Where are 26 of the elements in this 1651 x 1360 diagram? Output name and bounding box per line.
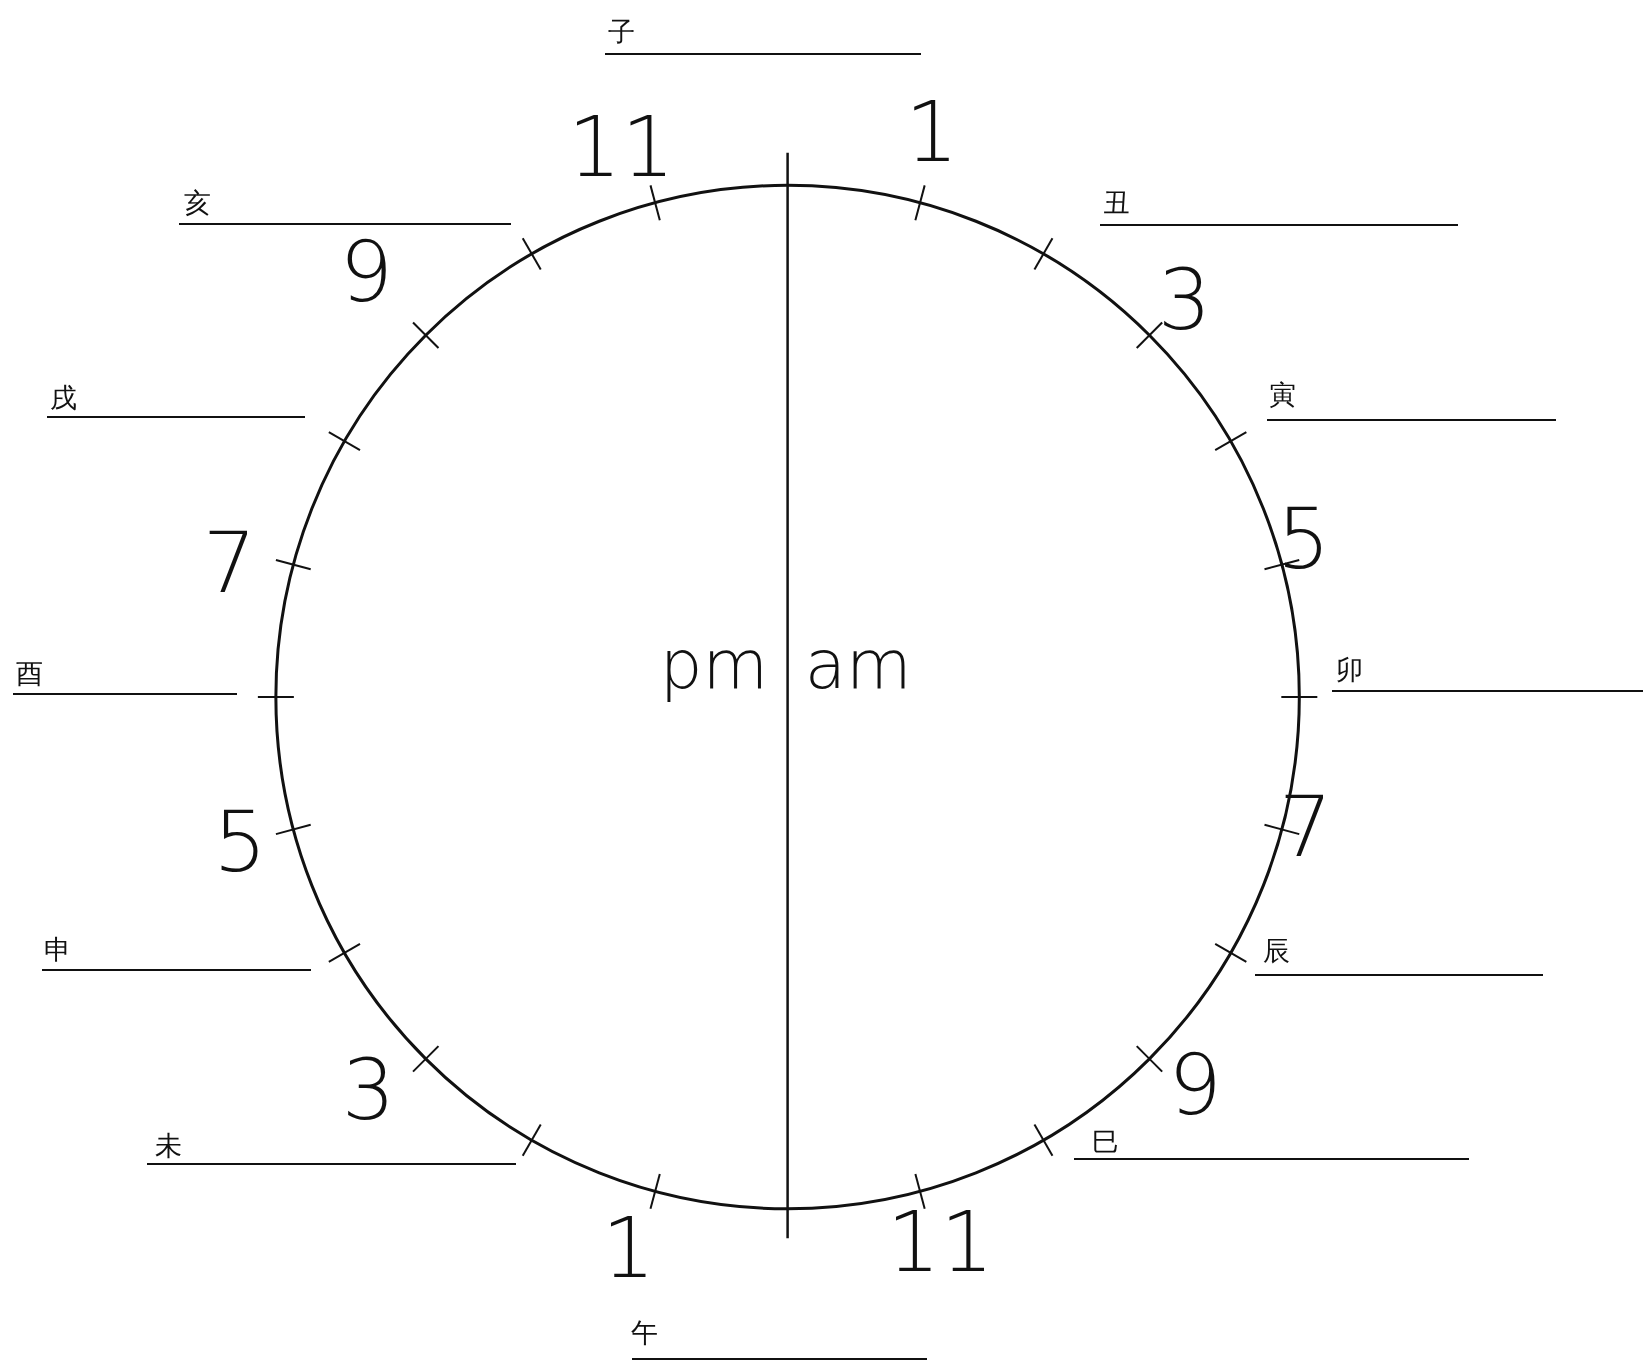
- branch-label: 亥: [184, 189, 212, 217]
- branch-label: 午: [630, 1319, 658, 1347]
- period-label: pm: [659, 631, 769, 700]
- hour-number: 9: [339, 229, 394, 314]
- branch-label: 未: [154, 1131, 182, 1160]
- branch-label: 寅: [1268, 381, 1296, 409]
- period-label: am: [804, 631, 912, 700]
- hour-number: 7: [202, 521, 257, 606]
- hour-number: 5: [213, 800, 267, 885]
- hour-number: 3: [341, 1047, 396, 1132]
- branch-label: 子: [607, 17, 635, 46]
- branch-label: 戌: [49, 384, 77, 412]
- hour-number: 7: [1278, 784, 1333, 869]
- hour-number: 9: [1168, 1042, 1222, 1127]
- branch-label: 申: [44, 936, 72, 964]
- branch-label: 丑: [1102, 189, 1130, 217]
- branch-label: 卯: [1336, 655, 1364, 684]
- hour-number: 1: [601, 1205, 656, 1290]
- hour-number: 1: [905, 89, 959, 174]
- branch-label: 辰: [1262, 937, 1290, 965]
- hour-number: 3: [1157, 257, 1212, 343]
- branch-label: 酉: [15, 660, 43, 688]
- branch-label: 巳: [1092, 1128, 1120, 1157]
- hour-number: 11: [567, 105, 675, 190]
- hour-number: 5: [1276, 497, 1331, 582]
- hour-number: 11: [886, 1200, 994, 1285]
